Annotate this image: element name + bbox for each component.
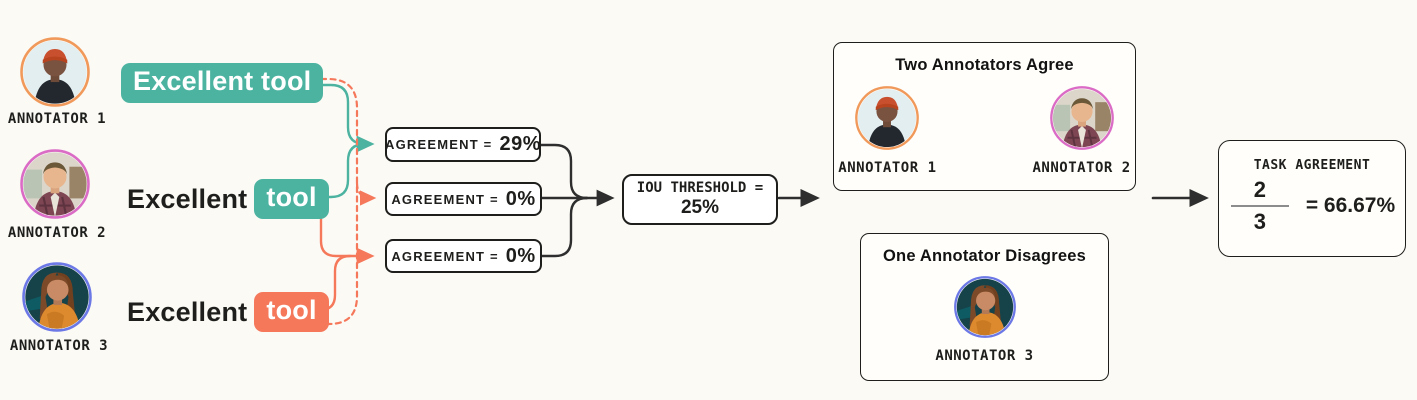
disagree-member-annotator-3: ANNOTATOR 3 (935, 275, 1033, 364)
agreement-box-1: AGREEMENT = 29% (385, 127, 541, 162)
iou-threshold-label: IOU THRESHOLD = (636, 180, 764, 196)
annotator-2-label: ANNOTATOR 2 (7, 225, 107, 241)
task-agreement-formula: 2 3 = 66.67% (1229, 177, 1396, 235)
agreement-value: 0% (505, 187, 536, 210)
one-annotator-disagrees-card: One Annotator Disagrees ANNOTATOR 3 (860, 233, 1109, 381)
fraction-bar (1230, 205, 1289, 208)
annotator-2-avatar (1049, 85, 1115, 151)
agreement-box-2: AGREEMENT = 0% (385, 182, 542, 216)
disagree-card-title: One Annotator Disagrees (883, 247, 1086, 265)
agree-card-members: ANNOTATOR 1 ANNOTATOR 2 (838, 85, 1130, 176)
fraction-denominator: 3 (1253, 209, 1266, 235)
annotator-1-label: ANNOTATOR 1 (7, 111, 107, 127)
iou-threshold-value: 25% (680, 197, 720, 218)
agreement-label: AGREEMENT = (391, 191, 499, 207)
annotator-3-label: ANNOTATOR 3 (9, 338, 109, 354)
phrase-annotator-2: Excellent tool (127, 179, 329, 219)
annotator-1-label: ANNOTATOR 1 (838, 160, 937, 176)
agree-card-title: Two Annotators Agree (895, 56, 1074, 74)
agreement-value: 29% (499, 133, 541, 155)
fraction-numerator: 2 (1253, 177, 1266, 202)
phrase-annotator-1: Excellent tool (121, 63, 324, 103)
iou-threshold-box: IOU THRESHOLD = 25% (622, 174, 778, 225)
annotator-3-label: ANNOTATOR 3 (935, 348, 1034, 364)
agreement-box-3: AGREEMENT = 0% (385, 239, 542, 273)
annotator-3-avatar (21, 261, 93, 333)
phrase-plain-text: Excellent (127, 296, 248, 327)
annotator-1-avatar (19, 36, 91, 108)
annotator-2-label: ANNOTATOR 2 (1032, 160, 1131, 176)
task-agreement-title: TASK AGREEMENT (1253, 158, 1371, 173)
annotator-3-avatar (953, 275, 1017, 339)
phrase-plain-text: Excellent (127, 183, 248, 214)
phrase-highlight-teal: tool (254, 179, 329, 219)
two-annotators-agree-card: Two Annotators Agree ANNOTATOR 1 ANNOTAT… (833, 42, 1136, 191)
annotator-2-avatar (19, 148, 91, 220)
agree-member-annotator-1: ANNOTATOR 1 (838, 85, 936, 176)
task-agreement-box: TASK AGREEMENT 2 3 = 66.67% (1218, 140, 1406, 257)
phrase-highlight-orange: tool (254, 292, 329, 332)
disagree-card-members: ANNOTATOR 3 (935, 275, 1033, 364)
agreement-label: AGREEMENT = (385, 137, 493, 152)
phrase-highlight-teal: Excellent tool (121, 63, 324, 103)
annotator-1-avatar (854, 85, 920, 151)
wire-merge-to-iou (539, 143, 615, 258)
task-agreement-result: = 66.67% (1305, 194, 1396, 218)
phrase-annotator-3: Excellent tool (127, 292, 329, 332)
agreement-value: 0% (505, 244, 536, 267)
fraction: 2 3 (1229, 177, 1291, 235)
agree-member-annotator-2: ANNOTATOR 2 (1033, 85, 1131, 176)
agreement-label: AGREEMENT = (391, 248, 499, 264)
